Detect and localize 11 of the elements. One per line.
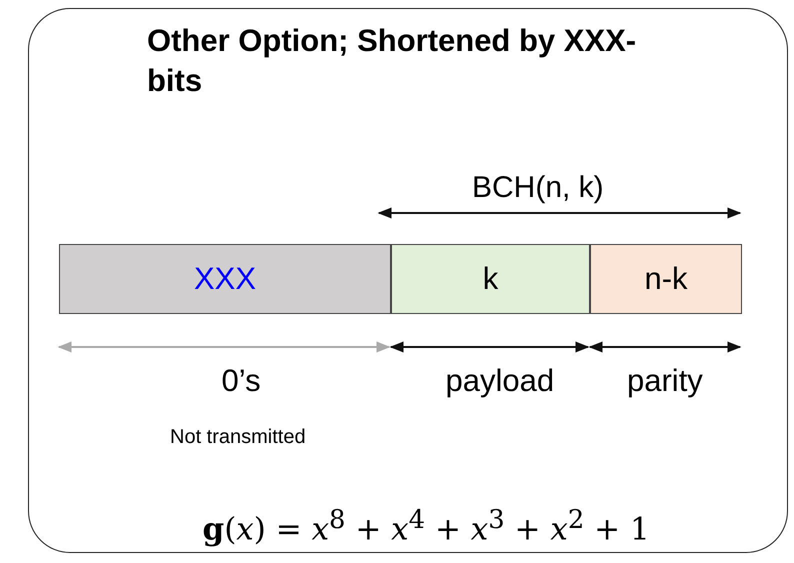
rounded-panel bbox=[28, 8, 788, 553]
heading: Other Option; Shortened by XXX-bits bbox=[147, 22, 638, 100]
code-label: BCH(n, k) bbox=[472, 171, 604, 204]
bit-field-segment: XXX bbox=[59, 244, 391, 314]
bit-field-segment: k bbox=[391, 244, 590, 314]
polynomial-formula: g(x) = x$^{8}$ + x$^{4}$ + x$^{3}$ + x$^{2}$ + 1 bbox=[202, 506, 650, 546]
field-label: parity bbox=[627, 364, 703, 398]
note: Not transmitted bbox=[170, 426, 306, 448]
bits-label: 0’s bbox=[222, 364, 261, 398]
field-label: payload bbox=[446, 364, 554, 398]
bit-field-segment: n-k bbox=[590, 244, 742, 314]
